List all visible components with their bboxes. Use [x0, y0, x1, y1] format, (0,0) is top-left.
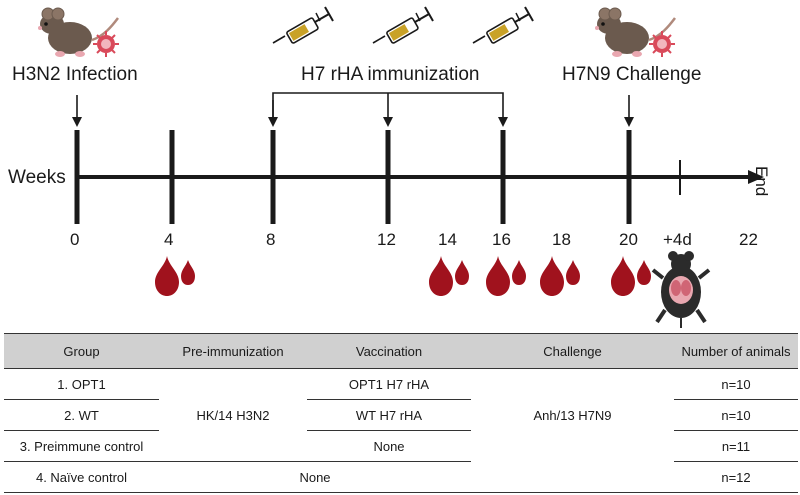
week-label: 8	[266, 230, 276, 249]
challenge-empty-cell	[471, 461, 674, 493]
week-label: 22	[739, 230, 758, 249]
axis-arrowhead	[748, 170, 764, 184]
week-label: 14	[438, 230, 457, 249]
challenge-cell: Anh/13 H7N9	[533, 407, 612, 423]
table-row: 2. WT WT H7 rHA n=10	[4, 399, 798, 431]
syringe-icon	[472, 6, 534, 45]
week-label: +4d	[663, 230, 692, 249]
group-cell: 3. Preimmune control	[19, 438, 144, 454]
virus-icon	[92, 30, 120, 58]
table-row: 1. OPT1 HK/14 H3N2 OPT1 H7 rHA Anh/13 H7…	[4, 368, 798, 423]
table-header-cell: Group	[4, 333, 159, 369]
syringe-icon	[372, 6, 434, 45]
challenge-phase-label: H7N9 Challenge	[562, 64, 702, 85]
axis-end-label: End	[752, 166, 771, 197]
animals-cell: n=10	[674, 368, 798, 400]
pre-immunization-cell: HK/14 H3N2	[196, 407, 270, 423]
blood-drop-icon	[540, 256, 580, 296]
group-cell: 2. WT	[4, 399, 159, 431]
blood-drop-icon	[155, 256, 195, 296]
week-label: 12	[377, 230, 396, 249]
syringe-icon	[272, 6, 334, 45]
animals-cell: n=10	[674, 399, 798, 431]
table-row: 3. Preimmune control None n=11	[4, 431, 798, 462]
table-header-cell: Number of animals	[674, 333, 798, 369]
week-label: 4	[164, 230, 174, 249]
table-header-cell: Challenge	[471, 333, 674, 369]
blood-drop-icon	[486, 256, 526, 296]
week-label: 16	[492, 230, 511, 249]
table-row: 4. Naïve control None n=12	[4, 461, 798, 493]
vaccination-cell: WT H7 rHA	[307, 399, 471, 431]
infection-phase-label: H3N2 Infection	[12, 64, 138, 85]
blood-drop-icon	[429, 256, 469, 296]
virus-icon	[648, 30, 676, 58]
study-group-table: Group Pre-immunization Vaccination Chall…	[4, 333, 798, 493]
animals-cell: n=12	[674, 461, 798, 493]
table-header-cell: Pre-immunization	[159, 333, 307, 369]
dead-mouse-icon	[651, 251, 711, 328]
blood-drop-icon	[611, 256, 651, 296]
week-label: 18	[552, 230, 571, 249]
vaccination-cell: OPT1 H7 rHA	[307, 368, 471, 400]
immunization-phase-label: H7 rHA immunization	[301, 64, 480, 85]
group-cell: 4. Naïve control	[4, 461, 159, 493]
timeline-graphic	[36, 6, 764, 328]
week-label: 20	[619, 230, 638, 249]
group-cell: 1. OPT1	[4, 368, 159, 400]
axis-label: Weeks	[8, 167, 66, 188]
animals-cell: n=11	[721, 438, 751, 454]
table-header-cell: Vaccination	[307, 333, 471, 369]
vaccination-cell: None	[373, 438, 405, 454]
naive-none-cell: None	[159, 461, 471, 493]
week-label: 0	[70, 230, 80, 249]
table-header-row: Group Pre-immunization Vaccination Chall…	[4, 333, 798, 369]
